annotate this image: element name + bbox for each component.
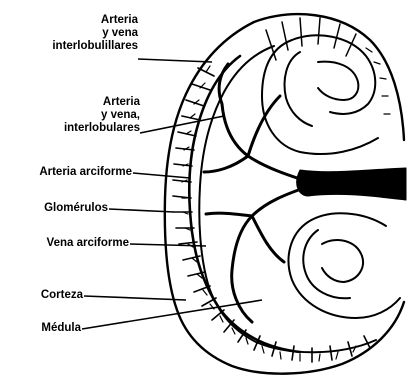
upper-papilla (318, 62, 358, 100)
leader-corteza (84, 296, 186, 300)
label-corteza: Corteza (14, 289, 83, 302)
label-medula: Médula (14, 322, 81, 335)
leader-arteria-arciforme (133, 173, 190, 178)
label-interlobulares-line2: y vena, (30, 109, 140, 122)
label-interlobulillares-line1: Arteria (18, 14, 138, 27)
label-interlobulillares-line3: interlobulillares (18, 40, 138, 53)
upper-calyx (285, 52, 312, 126)
label-interlobulillares-line2: y vena (18, 27, 138, 40)
label-interlobulillares: Arteria y vena interlobulillares (18, 14, 138, 53)
label-interlobulares: Arteria y vena, interlobulares (30, 96, 140, 135)
label-vena-arciforme: Vena arciforme (10, 237, 129, 250)
label-interlobulares-line3: interlobulares (30, 122, 140, 135)
lower-papilla (322, 240, 363, 282)
lower-medulla-lobe (289, 213, 400, 318)
arcuate-vessel-arc (189, 56, 300, 352)
label-glomerulos: Glomérulos (10, 202, 108, 215)
renal-hilum-vessel (297, 168, 406, 200)
label-arteria-arciforme: Arteria arciforme (4, 166, 132, 179)
leader-interlobulillares (138, 59, 212, 62)
label-interlobulares-line1: Arteria (30, 96, 140, 109)
